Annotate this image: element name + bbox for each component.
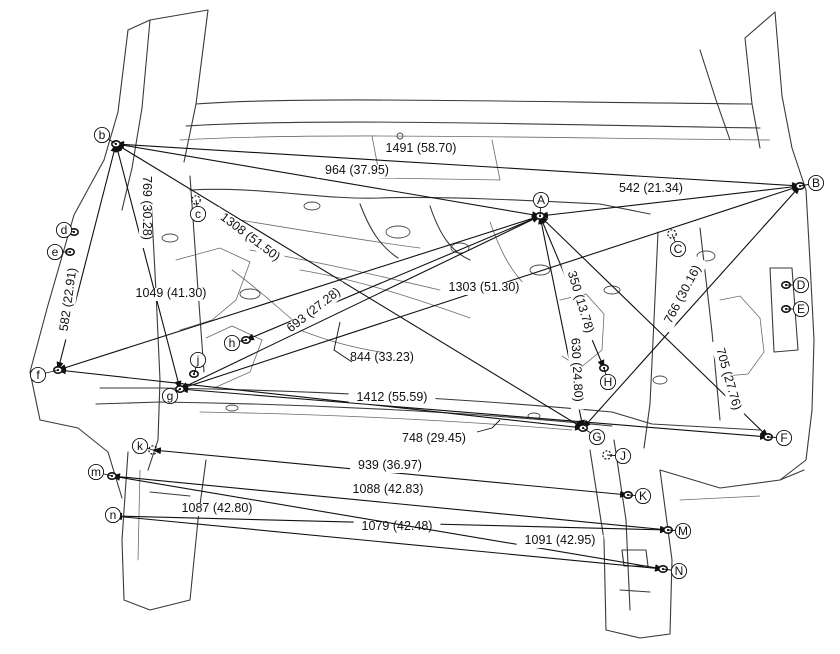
leader-748 <box>476 419 501 433</box>
dimension-line-f-G <box>57 367 584 431</box>
point-label-circle-e <box>46 243 64 261</box>
point-label-M: M <box>678 524 688 538</box>
point-label-circle-k <box>131 437 149 455</box>
point-label-C: C <box>674 242 683 256</box>
leader-844 <box>333 321 353 363</box>
point-label-E: E <box>797 302 805 316</box>
dimension-label-b-g: 769 (30.28) <box>140 176 154 240</box>
dimension-label-m-M: 1088 (42.83) <box>353 482 424 496</box>
point-label-circle-g <box>161 387 179 405</box>
point-label-circle-M <box>674 522 692 540</box>
point-label-f: f <box>36 368 40 382</box>
dimension-label-background <box>350 460 430 473</box>
dimension-line-g-F <box>179 386 769 440</box>
point-label-circle-n <box>104 506 122 524</box>
point-label-H: H <box>604 375 613 389</box>
dimension-label-b-G: 1308 (51.50) <box>218 210 283 264</box>
point-label-e: e <box>52 245 59 259</box>
point-label-J: J <box>620 449 626 463</box>
point-label-N: N <box>675 564 684 578</box>
dimension-label-n-M: 1087 (42.80) <box>182 501 253 515</box>
point-label-j: j <box>196 353 200 367</box>
point-label-circle-N <box>670 562 688 580</box>
point-label-circle-j <box>189 351 207 369</box>
point-label-circle-c <box>189 205 207 223</box>
hidden-point-marker-k <box>148 445 158 455</box>
point-label-circle-b <box>93 126 111 144</box>
dimension-label-h-A: 693 (27.28) <box>284 285 343 335</box>
dimension-label-k-K: 939 (36.97) <box>358 458 422 472</box>
point-label-circle-A <box>532 191 550 209</box>
point-label-circle-h <box>223 334 241 352</box>
point-label-circle-D <box>792 276 810 294</box>
dimension-label-n-N: 1079 (42.48) <box>362 519 433 533</box>
point-label-h: h <box>229 336 236 350</box>
point-label-B: B <box>812 176 820 190</box>
point-label-b: b <box>99 128 106 142</box>
dimension-label-G-B: 766 (30.16) <box>661 263 703 326</box>
point-label-circle-C <box>669 240 687 258</box>
point-label-G: G <box>592 430 601 444</box>
point-label-g: g <box>167 389 174 403</box>
hidden-point-marker-c <box>191 195 201 205</box>
point-label-circle-F <box>775 429 793 447</box>
point-label-n: n <box>110 508 117 522</box>
hidden-point-marker-C <box>667 229 677 239</box>
dimension-label-A-B: 542 (21.34) <box>619 181 683 195</box>
point-label-circle-E <box>792 300 810 318</box>
dimension-lines: 1491 (58.70) 964 (37.95) 542 (21.34) 1308 (… <box>56 140 801 572</box>
dimension-line-m-N <box>111 473 664 572</box>
point-label-F: F <box>780 431 787 445</box>
point-label-circle-m <box>87 463 105 481</box>
dimension-label-A-H: 350 (13.78) <box>565 269 597 334</box>
point-label-circle-J <box>614 447 632 465</box>
dimension-label-b-A: 964 (37.95) <box>325 163 389 177</box>
dimension-label-f-A: 1049 (41.30) <box>136 286 207 300</box>
point-label-D: D <box>797 278 806 292</box>
vehicle-underbody-outline <box>29 9 815 639</box>
point-label-d: d <box>61 223 68 237</box>
dimension-label-g-F: 748 (29.45) <box>402 431 466 445</box>
dimension-label-background <box>394 433 474 446</box>
point-label-circle-G <box>588 428 606 446</box>
dimension-label-b-B: 1491 (58.70) <box>386 141 457 155</box>
point-label-circle-d <box>55 221 73 239</box>
point-label-A: A <box>537 193 545 207</box>
dimension-label-g-A: 844 (33.23) <box>350 350 414 364</box>
dimension-label-background <box>342 352 422 365</box>
point-label-c: c <box>195 207 201 221</box>
point-label-m: m <box>91 465 101 479</box>
measurement-points: A B C DE F G H J K M Nb c de f g h j k m n <box>29 126 825 580</box>
point-label-circle-H <box>599 373 617 391</box>
dimension-label-g-B: 1303 (51.30) <box>449 280 520 294</box>
point-label-circle-f <box>29 366 47 384</box>
dimension-label-background <box>516 535 604 548</box>
point-label-circle-B <box>807 174 825 192</box>
dimension-line-G-B <box>582 185 801 429</box>
point-label-circle-K <box>634 487 652 505</box>
dimension-line-g-A <box>179 215 541 390</box>
dimension-label-f-G: 1412 (55.59) <box>357 390 428 404</box>
point-label-K: K <box>639 489 647 503</box>
dimension-label-m-N: 1091 (42.95) <box>525 533 596 547</box>
point-label-k: k <box>137 439 144 453</box>
